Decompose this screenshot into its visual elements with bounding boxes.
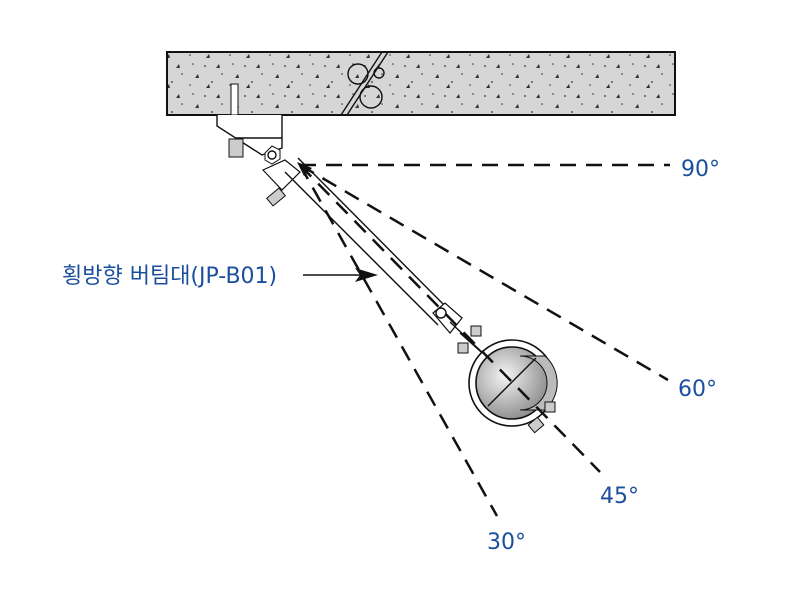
ceiling-bracket: [216, 115, 301, 207]
angle-lines: [297, 162, 670, 517]
angle-label-30: 30°: [487, 530, 526, 555]
label-leader: [303, 268, 378, 282]
line-60: [299, 163, 669, 382]
angle-label-90: 90°: [681, 157, 720, 182]
angle-label-45: 45°: [600, 484, 639, 509]
line-45: [299, 164, 601, 473]
brace-label: 횡방향 버팀대(JP-B01): [62, 264, 277, 289]
concrete-slab: [166, 51, 676, 116]
arrowhead-icon: [355, 268, 378, 282]
line-30: [298, 164, 499, 517]
brace-strut: [284, 157, 491, 361]
pipe-clamp: [468, 339, 558, 434]
arrowhead-icon: [297, 162, 312, 176]
angle-label-60: 60°: [678, 377, 717, 402]
